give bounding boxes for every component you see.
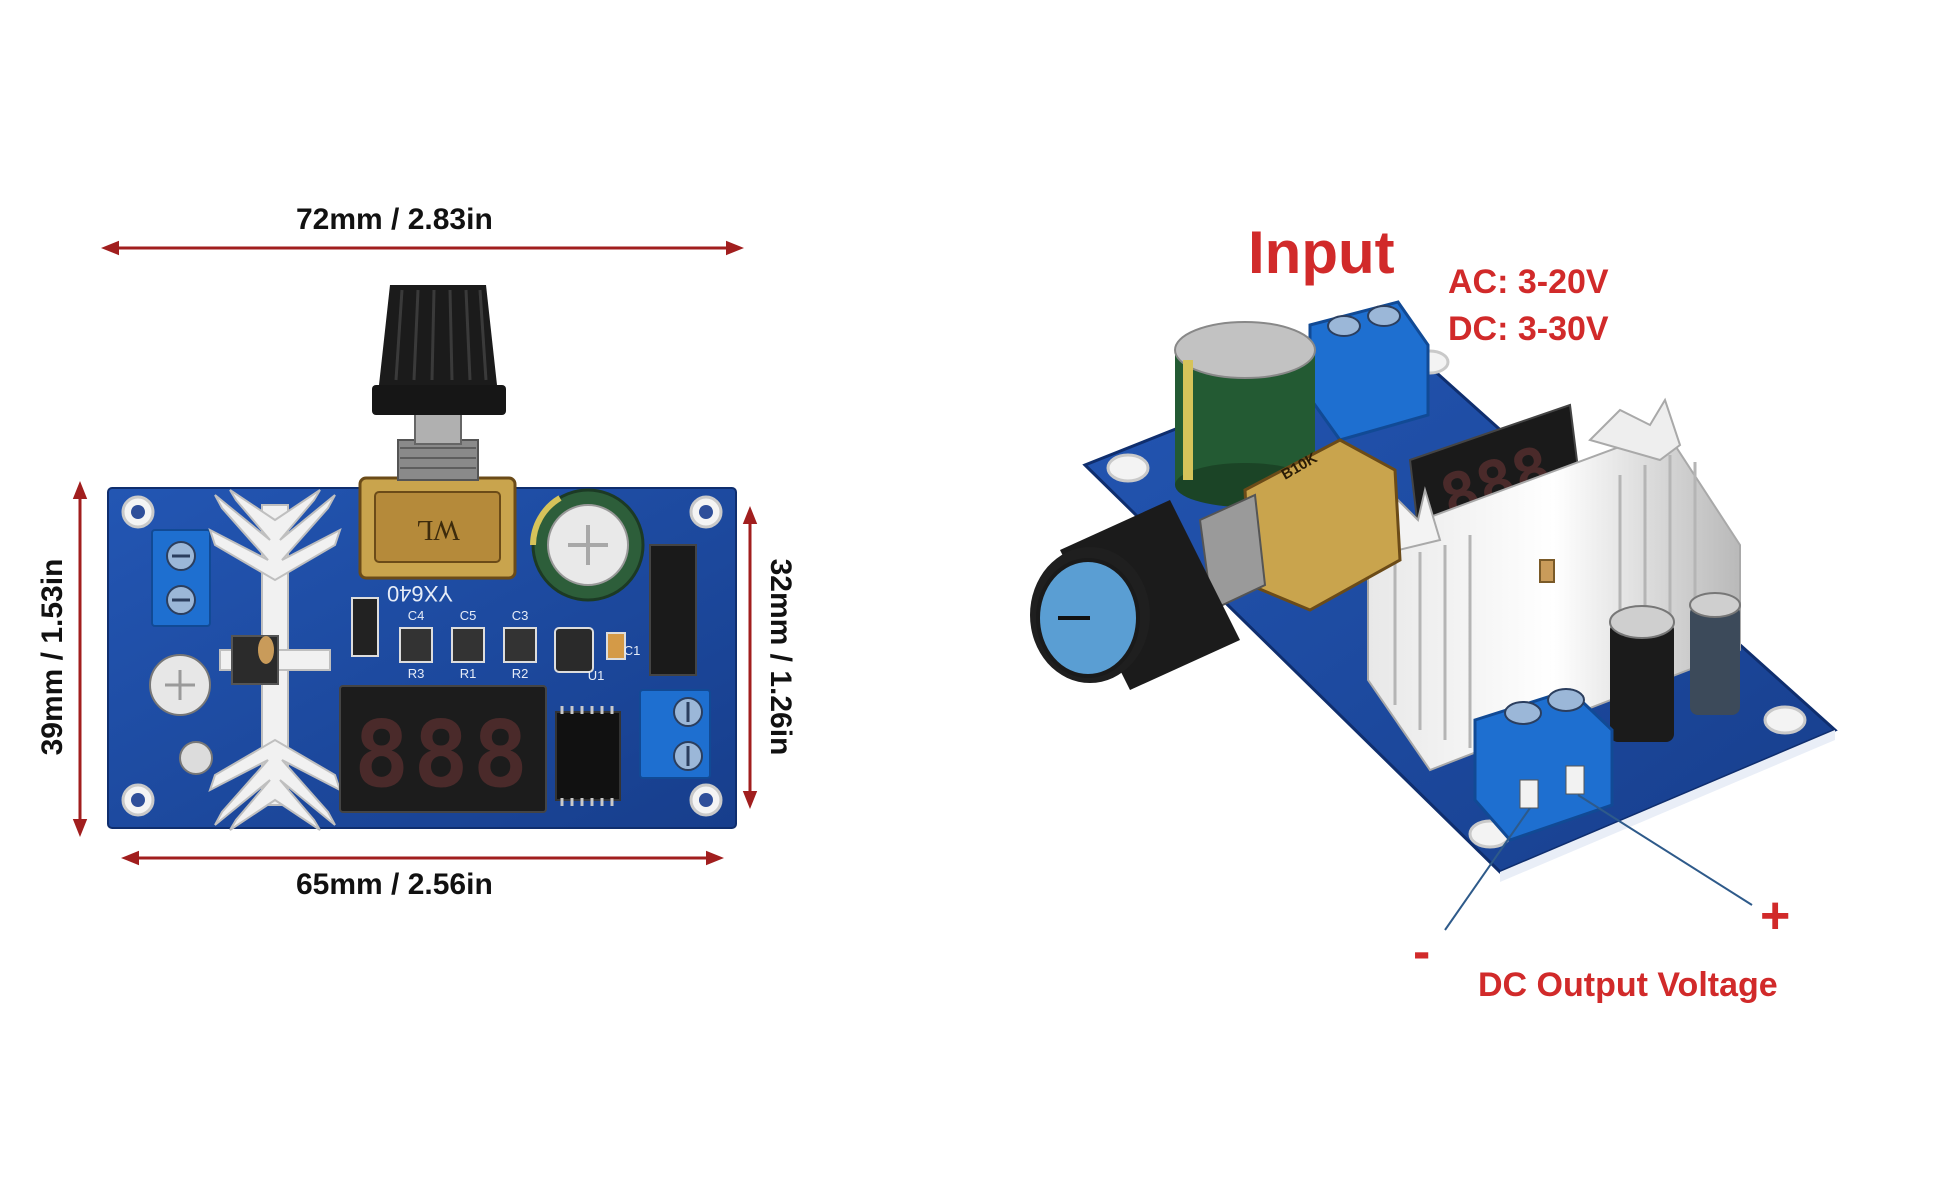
- left-ic: [555, 706, 621, 806]
- right-knob: [1030, 500, 1240, 690]
- left-potentiometer: [358, 409, 517, 580]
- right-small-caps: [1609, 592, 1741, 742]
- right-output-terminal: [1473, 688, 1614, 842]
- dc-output-label: DC Output Voltage: [1478, 966, 1778, 1004]
- left-large-cap: [530, 488, 645, 602]
- minus-leader: [1444, 807, 1531, 931]
- right-height-label: 32mm / 1.26in: [764, 558, 797, 756]
- silk-model: YX640: [387, 581, 453, 606]
- plus-sign: +: [1760, 887, 1791, 945]
- left-output-terminal: [151, 529, 211, 627]
- plus-leader: [1577, 794, 1753, 906]
- silk-r3: R3: [408, 666, 425, 681]
- silk-c1: C1: [624, 643, 641, 658]
- silk-c5: C5: [460, 608, 477, 623]
- silk-c3: C3: [512, 608, 529, 623]
- left-board: WL YX640 C4 C5 C3 R3 R1 R2 U1: [72, 240, 758, 866]
- pot-label: WL: [416, 514, 460, 545]
- right-input-terminal: [1308, 300, 1430, 442]
- dc-spec: DC: 3-30V: [1448, 310, 1609, 348]
- ac-spec: AC: 3-20V: [1448, 263, 1609, 301]
- right-potentiometer: B10K: [1198, 438, 1402, 612]
- bottom-width-label: 65mm / 2.56in: [296, 868, 493, 901]
- right-chip: [649, 544, 697, 676]
- silk-r2: R2: [512, 666, 529, 681]
- left-knob: [372, 285, 506, 415]
- top-width-label: 72mm / 2.83in: [296, 203, 493, 236]
- silk-u1: U1: [588, 668, 605, 683]
- input-title: Input: [1248, 219, 1395, 286]
- left-height-label: 39mm / 1.53in: [36, 558, 69, 756]
- left-input-terminal: [639, 689, 711, 779]
- silk-r1: R1: [460, 666, 477, 681]
- smd-components: [351, 597, 626, 673]
- left-display: 888: [339, 685, 547, 813]
- left-display-digits: 888: [354, 701, 532, 808]
- left-small-cap: [149, 654, 213, 775]
- right-board: 888: [1030, 300, 1838, 931]
- minus-sign: -: [1413, 923, 1431, 981]
- silk-c4: C4: [408, 608, 425, 623]
